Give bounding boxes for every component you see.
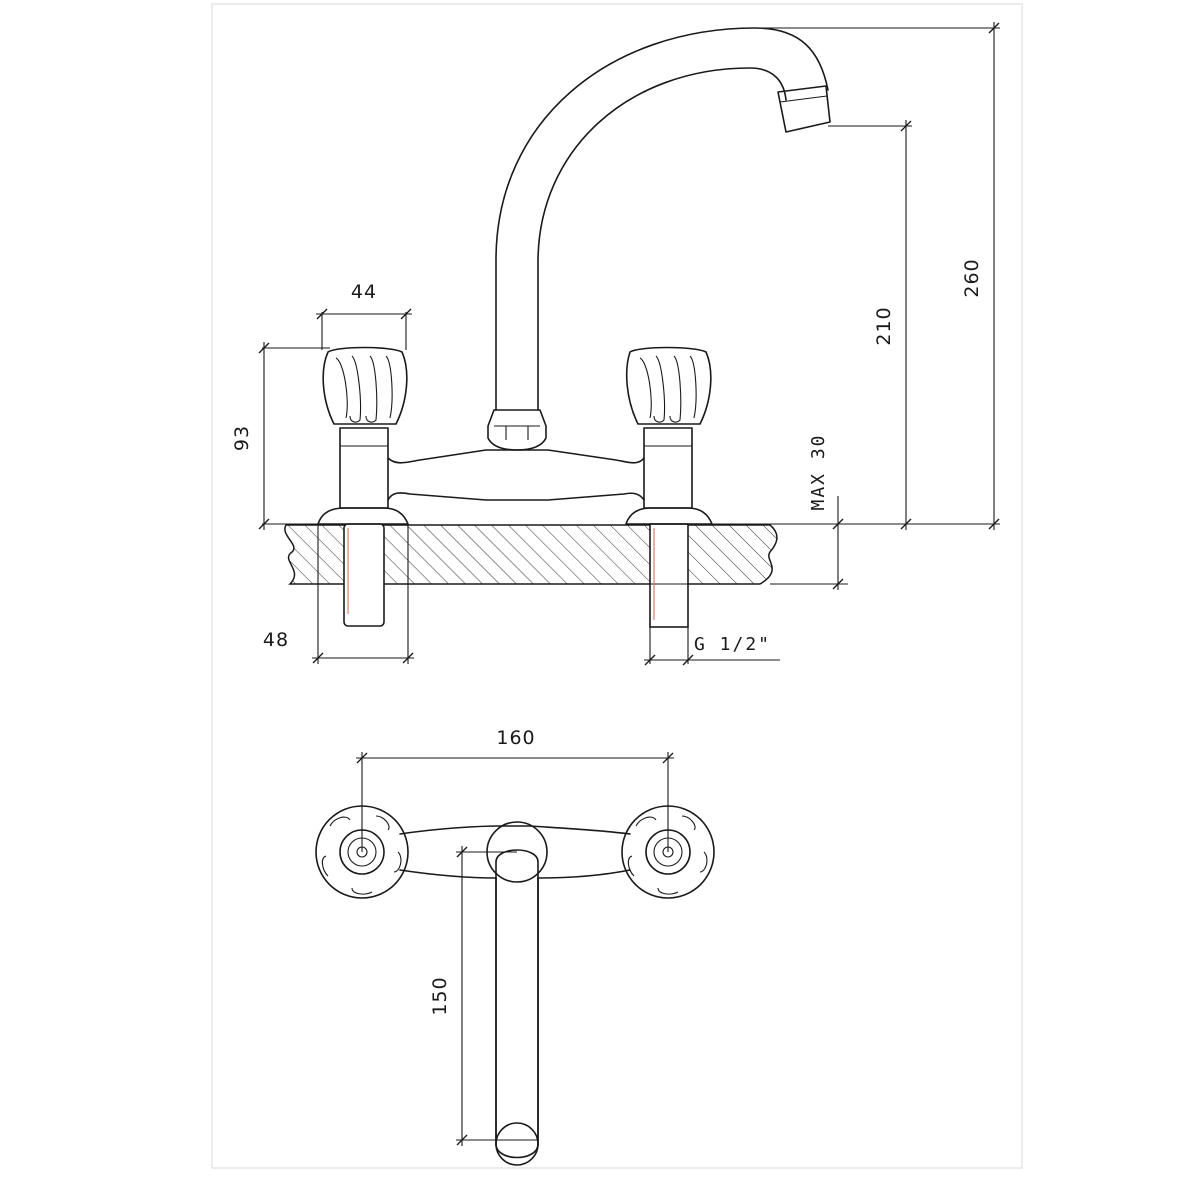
top-spout-tip: [495, 1122, 539, 1166]
spout-outer: [495, 27, 829, 411]
spout-nut: [487, 409, 547, 451]
left-handle: [322, 346, 408, 425]
outlet-height-label: 210: [873, 306, 895, 345]
center-distance-label: 160: [496, 727, 535, 749]
dim-connection: G 1/2": [644, 626, 780, 666]
left-inlet-pipe: [343, 523, 385, 627]
right-inlet-pipe: [649, 523, 689, 628]
spout-aerator: [777, 85, 831, 133]
left-deck-flange: [317, 507, 409, 525]
bridge-bottom: [387, 492, 645, 501]
spout-reach-label: 150: [429, 976, 451, 1015]
top-view: 160 150: [315, 727, 715, 1166]
dim-spout-reach: 150: [429, 846, 517, 1146]
drawing-frame: [211, 3, 1023, 1169]
base-width-label: 48: [263, 629, 289, 651]
dim-base-width: 48: [263, 524, 414, 664]
left-valve-body: [339, 427, 389, 509]
front-view: 44 93 48 G 1/2": [231, 22, 1000, 666]
dim-overall-height: 260: [756, 22, 1000, 530]
connection-label: G 1/2": [694, 634, 771, 655]
handle-width-label: 44: [351, 281, 377, 303]
dim-handle-width: 44: [316, 281, 412, 350]
right-deck-flange: [625, 507, 713, 525]
dim-center-distance: 160: [356, 727, 674, 852]
handle-height-label: 93: [231, 425, 253, 451]
dim-handle-height: 93: [231, 342, 330, 530]
dim-outlet-height: 210: [828, 120, 912, 530]
left-knob-top: [315, 805, 409, 899]
spout-inner: [537, 67, 787, 411]
top-spout: [495, 877, 539, 1159]
dim-max-deck: MAX 30: [712, 433, 848, 590]
overall-height-label: 260: [961, 258, 983, 297]
max-deck-label: MAX 30: [808, 433, 829, 510]
right-valve-body: [643, 427, 693, 509]
top-bridge: [399, 825, 631, 879]
right-handle: [625, 346, 712, 425]
bridge-top: [387, 449, 645, 464]
